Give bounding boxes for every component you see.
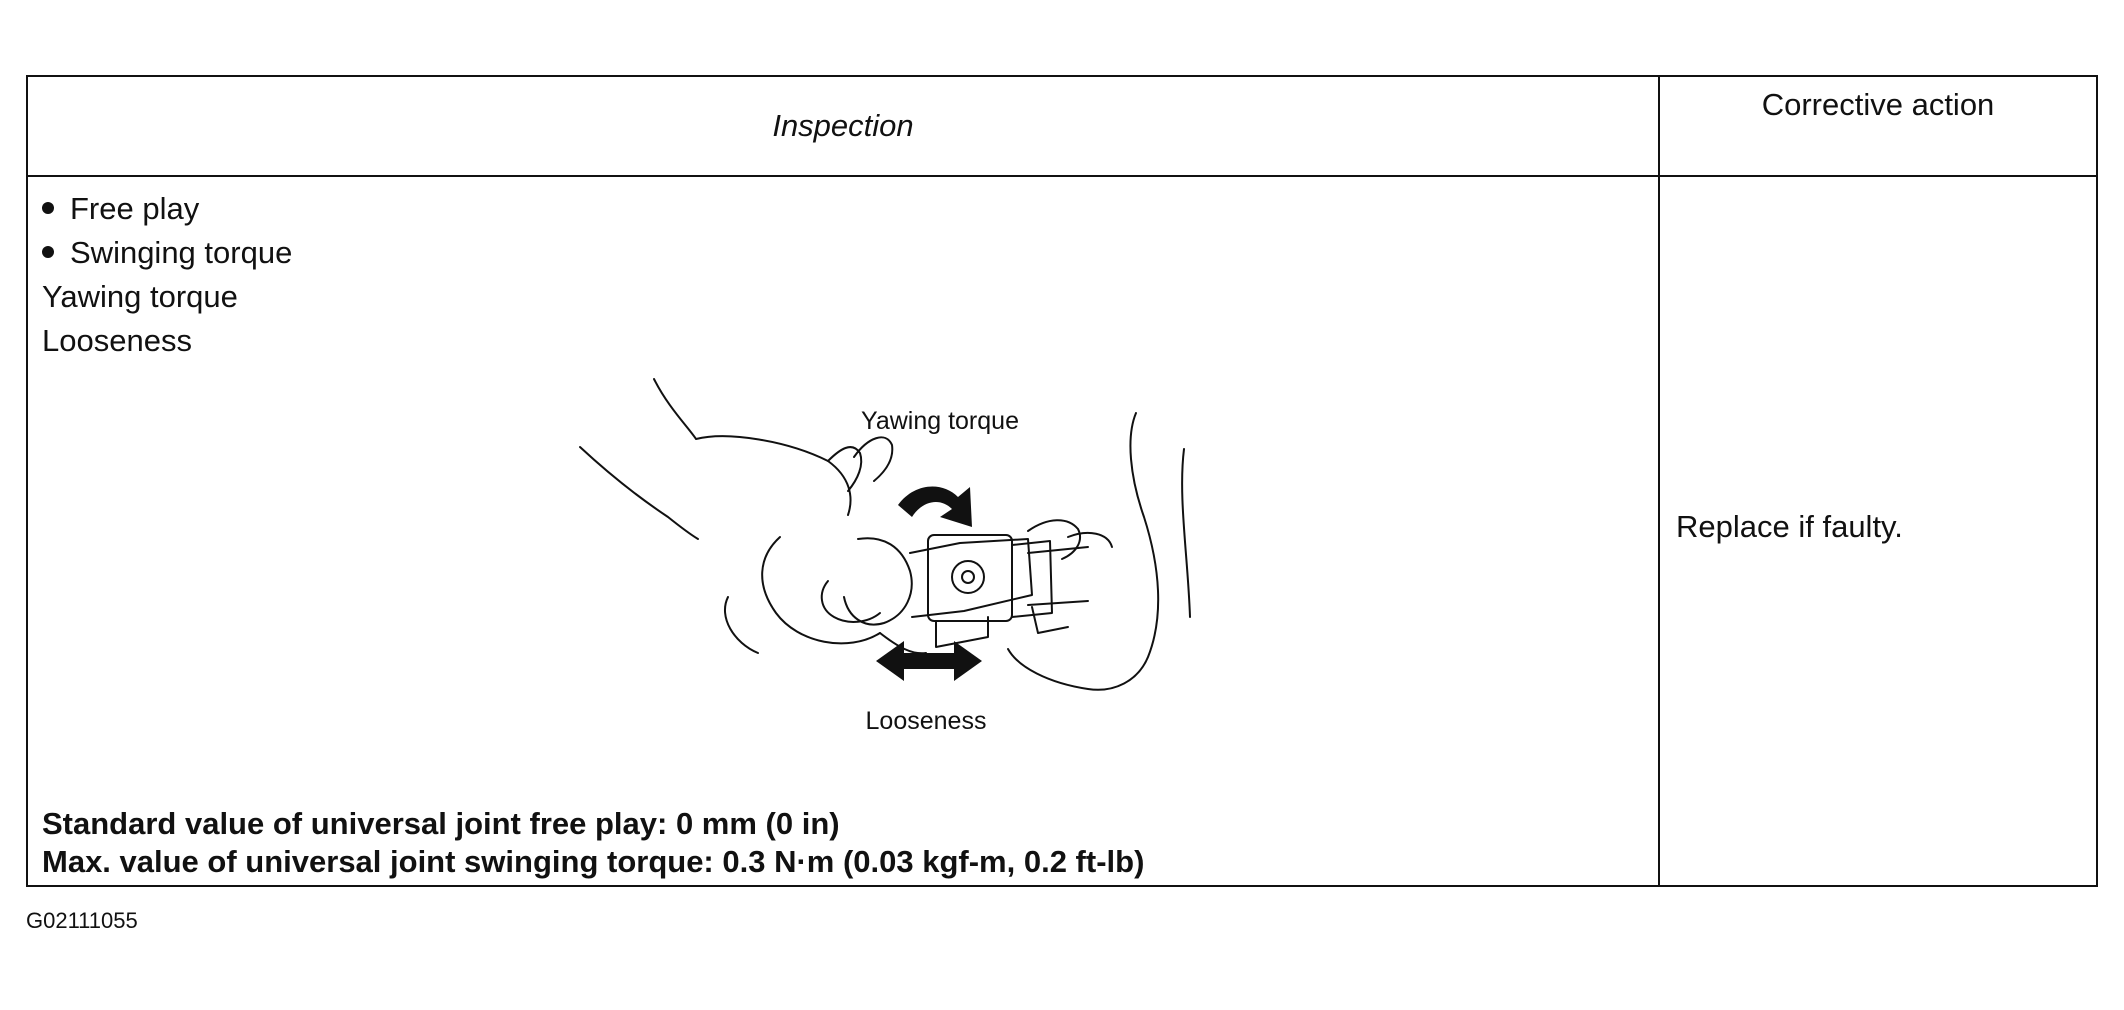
universal-joint-illustration: Yawing torque Looseness (579, 378, 1191, 735)
figure-code: G02111055 (26, 908, 138, 933)
inspection-item-list: Free play Swinging torque Yawing torque … (42, 187, 292, 363)
inspection-item-label: Yawing torque (42, 279, 238, 314)
corrective-action-text: Replace if faulty. (1676, 509, 1903, 544)
inspection-item: Free play (42, 187, 292, 231)
looseness-label: Looseness (866, 707, 987, 735)
spec-free-play: Standard value of universal joint free p… (42, 806, 840, 841)
inspection-item-label: Free play (70, 191, 200, 226)
header-inspection: Inspection (772, 108, 914, 143)
bullet-icon (42, 245, 54, 258)
bullet-icon (42, 201, 54, 214)
header-row-divider (28, 175, 2096, 177)
right-hand-drawing (1007, 412, 1160, 691)
yawing-torque-arrow-icon (898, 486, 972, 527)
left-hand-drawing (579, 378, 852, 540)
header-corrective-action: Corrective action (1761, 87, 1995, 122)
inspection-item-label: Looseness (42, 323, 192, 358)
specification-block: Standard value of universal joint free p… (42, 805, 1144, 881)
yawing-torque-label: Yawing torque (861, 407, 1019, 435)
column-divider (1658, 77, 1660, 885)
inspection-item: Yawing torque (42, 275, 292, 319)
joint-shaft (843, 537, 913, 626)
inspection-item: Looseness (42, 319, 292, 363)
inspection-item: Swinging torque (42, 231, 292, 275)
inspection-table: Inspection Corrective action Free play S… (26, 75, 2098, 887)
looseness-arrow-icon (876, 641, 982, 681)
inspection-item-label: Swinging torque (70, 235, 293, 270)
spec-swinging-torque: Max. value of universal joint swinging t… (42, 844, 1145, 879)
